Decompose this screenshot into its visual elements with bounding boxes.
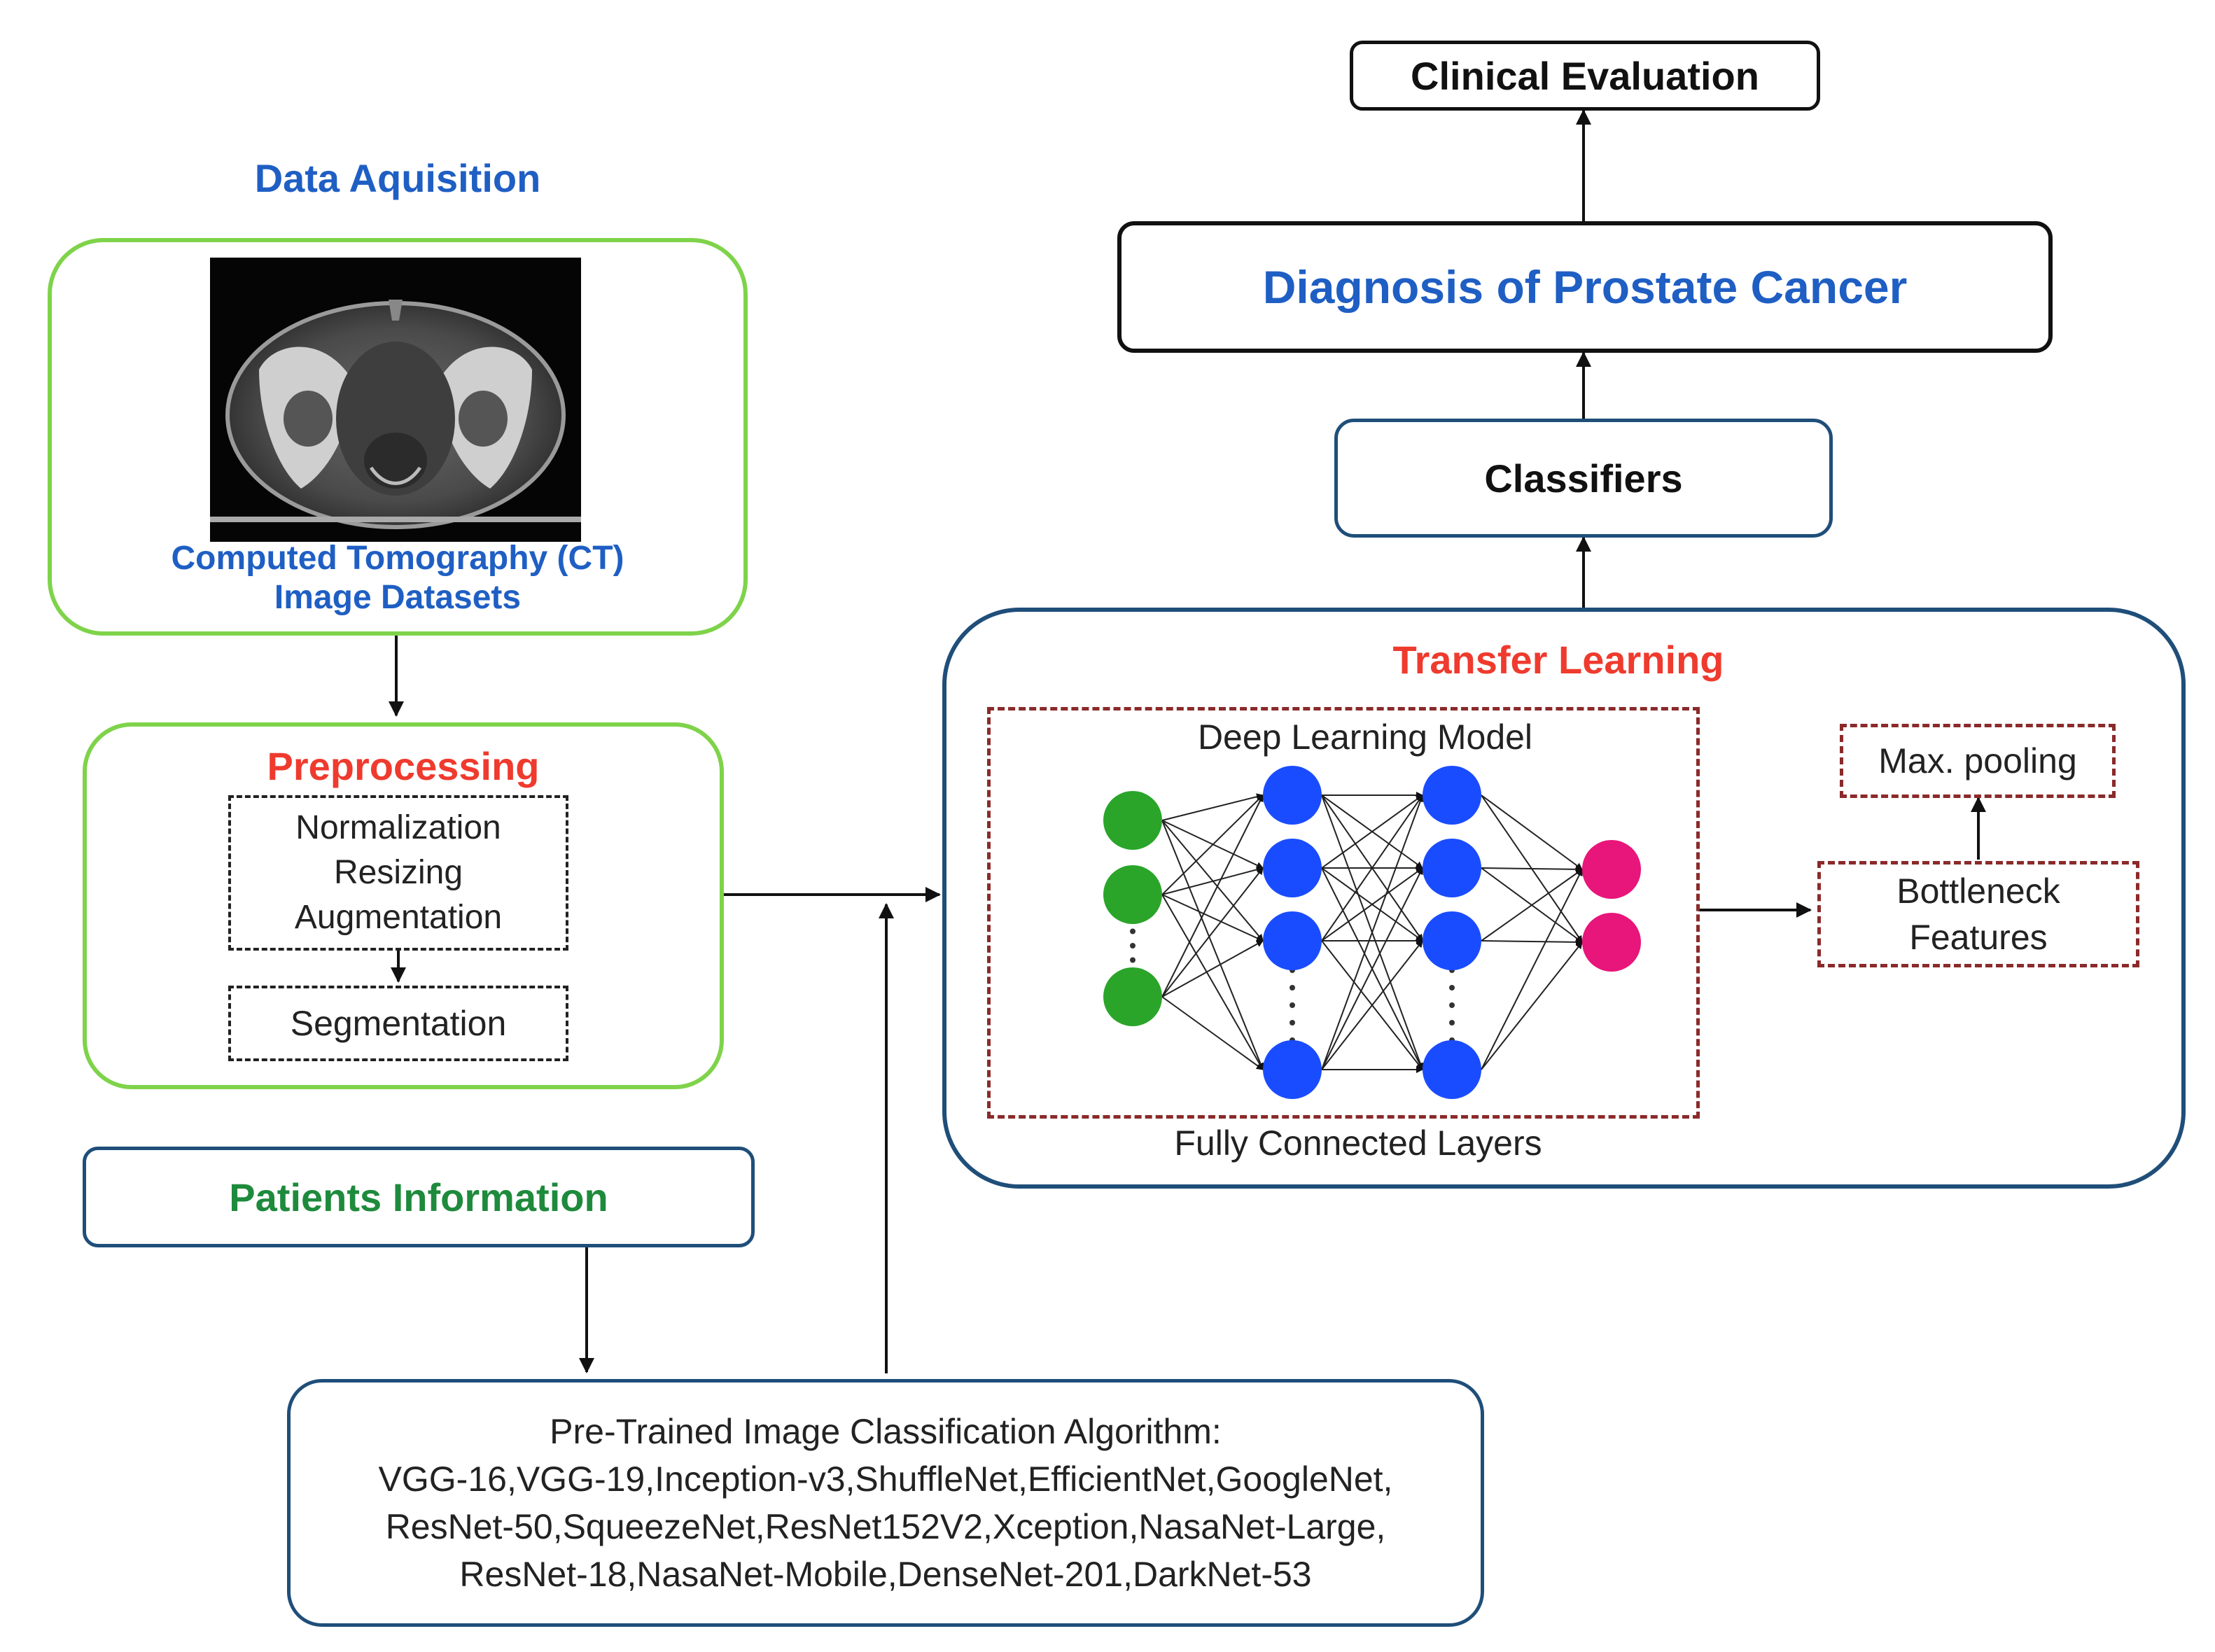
classifiers-box: Classifiers: [1334, 419, 1833, 538]
network-edge: [1321, 867, 1423, 1070]
hidden2-node: [1423, 839, 1481, 897]
network-edge: [1481, 869, 1583, 1070]
network-edge: [1321, 794, 1423, 869]
network-edge: [1321, 867, 1423, 941]
network-edge: [1161, 793, 1264, 821]
patients-information-box: Patients Information: [83, 1147, 755, 1247]
network-nodes: [1103, 766, 1641, 1099]
network-edge: [1481, 869, 1583, 941]
deep-learning-model-label: Deep Learning Model: [1197, 718, 1533, 757]
preprocessing-title: Preprocessing: [267, 744, 540, 788]
ellipsis-dot: [1130, 943, 1136, 948]
data-acquisition-box: [48, 238, 748, 636]
ct-caption-line1: Computed Tomography (CT): [171, 540, 624, 577]
pretrained-models-line1: VGG-16,VGG-19,Inception-v3,ShuffleNet,Ef…: [378, 1460, 1393, 1499]
network-edge: [1161, 866, 1264, 895]
network-edge: [1161, 794, 1264, 895]
bottleneck-line1: Bottleneck: [1896, 872, 2060, 911]
preprocessing-steps-box: Normalization Resizing Augmentation: [228, 795, 568, 951]
max-pooling-box: Max. pooling: [1840, 724, 2116, 798]
hidden1-node: [1263, 911, 1322, 970]
ct-scan-image: [210, 258, 581, 542]
ct-caption-line2: Image Datasets: [274, 579, 522, 616]
data-acquisition-title: Data Aquisition: [254, 156, 541, 200]
ellipsis-dot: [1290, 1020, 1295, 1026]
hidden2-node: [1423, 911, 1481, 970]
input-node: [1103, 865, 1162, 924]
input-node: [1103, 791, 1162, 850]
output-node: [1582, 913, 1641, 972]
network-edge: [1321, 794, 1423, 941]
diagnosis-box: Diagnosis of Prostate Cancer: [1117, 221, 2053, 353]
network-edge: [1161, 940, 1264, 997]
network-edge: [1161, 867, 1264, 997]
segmentation-box: Segmentation: [228, 986, 568, 1061]
step-normalization: Normalization: [295, 809, 501, 846]
output-node: [1582, 840, 1641, 899]
hidden2-node: [1423, 766, 1481, 825]
ellipsis-dot: [1290, 1002, 1295, 1008]
bottleneck-features-box: Bottleneck Features: [1817, 861, 2139, 967]
ct-caption: Computed Tomography (CT) Image Datasets: [48, 539, 748, 617]
step-augmentation: Augmentation: [294, 899, 503, 936]
deep-learning-model-box: [987, 707, 1700, 1119]
transfer-learning-title: Transfer Learning: [1392, 638, 1724, 682]
network-edge: [1161, 794, 1264, 997]
hidden1-node: [1263, 839, 1322, 897]
network-edge: [1481, 941, 1583, 1070]
network-edge: [1481, 865, 1583, 873]
step-resizing: Resizing: [333, 854, 463, 891]
ellipsis-dot: [1449, 985, 1455, 990]
ellipsis-dot: [1290, 985, 1295, 990]
pretrained-models-line3: ResNet-18,NasaNet-Mobile,DenseNet-201,Da…: [459, 1555, 1312, 1594]
input-node: [1103, 967, 1162, 1026]
ellipsis-dot: [1449, 1020, 1455, 1026]
clinical-evaluation-box: Clinical Evaluation: [1350, 41, 1820, 111]
network-edge: [1161, 894, 1264, 1070]
pretrained-title: Pre-Trained Image Classification Algorit…: [550, 1412, 1222, 1451]
pretrained-models-line2: ResNet-50,SqueezeNet,ResNet152V2,Xceptio…: [385, 1507, 1386, 1546]
pretrained-algorithms-box: Pre-Trained Image Classification Algorit…: [287, 1379, 1484, 1627]
network-edge: [1161, 894, 1264, 941]
network-edge: [1481, 938, 1583, 946]
hidden1-node: [1263, 1040, 1322, 1099]
network-edge: [1321, 940, 1423, 1070]
preprocessing-box: [83, 722, 724, 1089]
transfer-learning-box: [942, 608, 2186, 1189]
network-connections: [1161, 792, 1583, 1073]
bottleneck-line2: Features: [1909, 918, 2048, 957]
ellipsis-dot: [1130, 957, 1136, 963]
network-edge: [1481, 794, 1583, 870]
hidden1-node: [1263, 766, 1322, 825]
ellipsis-dot: [1130, 928, 1136, 934]
network-edge: [1161, 996, 1264, 1070]
network-edge: [1321, 794, 1424, 1070]
fully-connected-layers-label: Fully Connected Layers: [1174, 1124, 1542, 1163]
ellipsis-dot: [1449, 1002, 1455, 1008]
network-edge: [1161, 820, 1264, 1070]
hidden2-node: [1423, 1040, 1481, 1099]
